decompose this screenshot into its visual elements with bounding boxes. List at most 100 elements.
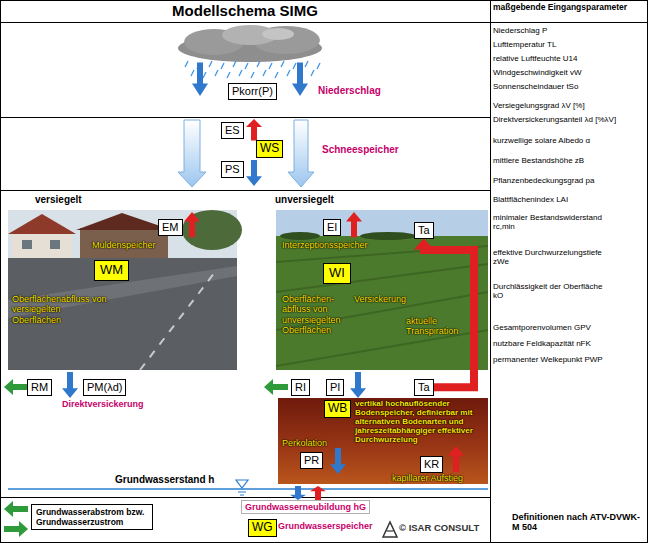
node-label: Grundwasserabstrom bzw. Grundwasserzustr… — [36, 507, 148, 527]
field — [276, 236, 488, 370]
process-label: Versickerung — [354, 294, 406, 304]
node-label: ES — [225, 124, 240, 137]
storage-label: Grundwasserspeicher — [278, 521, 373, 531]
flux-box: PS — [221, 161, 244, 178]
groundwater-line — [8, 488, 488, 490]
process-label: kapillarer Aufstieg — [392, 473, 463, 483]
process-label: Oberflächenabfluss von versiegelten Ober… — [12, 294, 107, 325]
logo — [383, 522, 397, 537]
flux-box: Pkorr(P) — [228, 83, 277, 100]
flux-box: Ta — [414, 379, 434, 396]
window — [22, 240, 32, 249]
road — [8, 258, 237, 370]
separator — [0, 497, 490, 498]
copyright: © ISAR CONSULT — [399, 523, 479, 534]
right-arrow — [4, 521, 28, 537]
definition-note: Definitionen nach ATV-DVWK-M 504 — [512, 512, 640, 533]
flux-box: PI — [326, 379, 344, 396]
house — [80, 228, 168, 262]
tree-line — [360, 232, 416, 240]
snow-flow-arrow — [178, 120, 206, 187]
groundwater-flow-box: Grundwasserabstrom bzw. Grundwasserzustr… — [31, 504, 153, 530]
node-label: EI — [327, 221, 337, 234]
parameter: Direktversickerungsanteil λd [%λV] — [493, 115, 616, 124]
flow-arrows-down — [62, 62, 366, 500]
flow-arrows-up — [184, 119, 464, 500]
separator — [0, 117, 490, 118]
water-level-symbol — [238, 492, 246, 495]
parameter: relative Luftfeuchte U14 — [493, 54, 578, 63]
parameter: Sonnenscheindauer tSo — [493, 82, 578, 91]
area-heading: unversiegelt — [275, 194, 334, 206]
parameter: Blattflächenindex LAI — [493, 195, 568, 204]
flux-box: RM — [27, 379, 52, 396]
node-label: WG — [252, 521, 273, 535]
area-heading: versiegelt — [35, 194, 82, 206]
flux-box: RI — [291, 379, 310, 396]
connector — [414, 239, 474, 388]
roof — [8, 214, 76, 234]
snow-flow-arrow — [288, 120, 314, 187]
flux-box: EM — [158, 219, 183, 236]
node-label: Grundwasserneubildung hG — [245, 502, 366, 512]
window — [50, 240, 60, 249]
flux-box: KR — [420, 456, 443, 473]
storage-box: WG — [248, 519, 277, 537]
flux-box: Ta — [414, 222, 434, 239]
process-label: Oberflächen- abfluss von unversiegelten … — [282, 294, 350, 335]
field-rows — [276, 246, 488, 366]
separator — [490, 0, 491, 543]
node-label: WS — [260, 142, 279, 156]
parameter: Versiegelungsgrad λV [%] — [493, 101, 585, 110]
field-photo — [276, 210, 488, 370]
parameter: Niederschlag P — [493, 26, 547, 35]
column-header: maßgebende Eingangsparameter — [493, 3, 643, 13]
section-label: Schneespeicher — [322, 144, 399, 156]
cloud-part — [262, 28, 294, 40]
flux-box: EI — [323, 219, 341, 236]
tree-line — [280, 232, 320, 240]
up-arrow — [184, 212, 200, 237]
down-arrow — [192, 62, 208, 96]
left-arrow — [264, 379, 288, 395]
separator — [0, 190, 490, 191]
node-label: PM(λd) — [87, 381, 122, 394]
parameter: effektive Durchwurzelungstiefe zWe — [493, 248, 611, 266]
recharge-box: Grundwasserneubildung hG — [241, 500, 370, 514]
separator — [0, 22, 648, 23]
node-label: PR — [304, 454, 319, 467]
up-arrow — [246, 119, 262, 141]
parameter: mittlere Bestandshöhe zB — [493, 156, 584, 165]
node-label: Ta — [418, 381, 430, 394]
parameter: Gesamtporenvolumen GPV — [493, 323, 591, 332]
arrow-head — [414, 239, 434, 250]
down-arrow — [246, 160, 262, 186]
node-label: WM — [100, 263, 123, 278]
process-label: aktuelle Transpiration — [406, 316, 466, 337]
tree — [182, 210, 242, 250]
node-label: PS — [225, 163, 240, 176]
parameter: Durchlässigkeit der Oberfläche kO — [493, 282, 603, 300]
down-arrow — [290, 486, 306, 500]
storage-box: WI — [323, 263, 351, 284]
parameter: permanenter Welkepunkt PWP — [493, 355, 603, 364]
process-label: Perkolation — [282, 438, 327, 448]
process-label: Interzeptionsspeicher — [282, 240, 368, 250]
process-label: Direktversickerung — [62, 399, 144, 409]
node-label: PI — [330, 381, 340, 394]
node-label: KR — [424, 458, 439, 471]
parameter: kurzwellige solare Albedo α — [493, 136, 590, 145]
node-label: RM — [31, 381, 48, 394]
storage-box: WS — [256, 140, 283, 158]
node-label: WI — [329, 266, 345, 281]
section-label: Niederschlag — [318, 85, 381, 97]
down-arrow — [292, 62, 308, 96]
parameter: minimaler Bestandswiderstand rc,min — [493, 213, 611, 231]
node-label: Pkorr(P) — [232, 85, 273, 98]
storage-box: WB — [324, 400, 351, 418]
flux-box: PR — [300, 452, 323, 469]
diagram-title: Modellschema SIMG — [0, 2, 490, 19]
node-label: WB — [328, 402, 347, 416]
storage-box: WM — [94, 260, 129, 281]
